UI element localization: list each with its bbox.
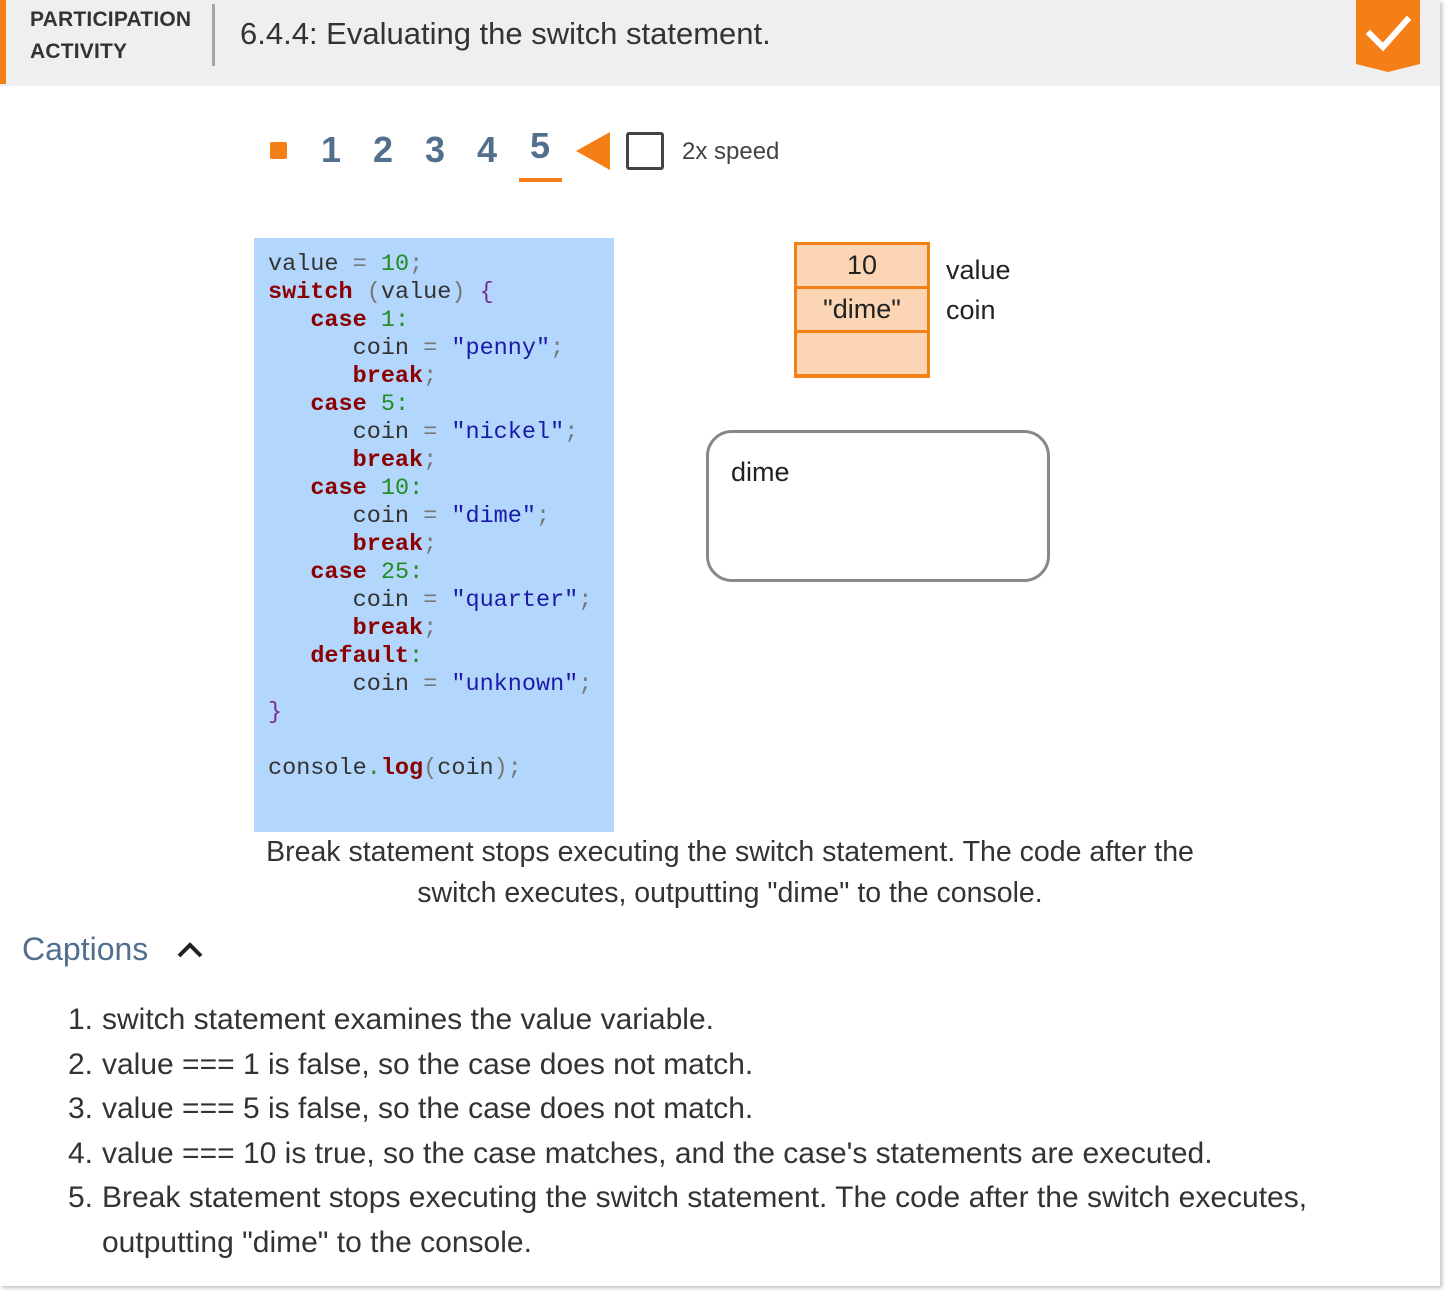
activity-type-line1: PARTICIPATION bbox=[30, 8, 192, 31]
step-3-button[interactable]: 3 bbox=[424, 129, 446, 170]
captions-toggle[interactable]: Captions bbox=[22, 931, 149, 967]
activity-type-line2: ACTIVITY bbox=[30, 40, 128, 63]
code-line: console.log(coin); bbox=[268, 755, 522, 782]
speed-label: 2x speed bbox=[682, 138, 780, 165]
memory-label-coin: coin bbox=[946, 295, 996, 325]
caption-number: 5. bbox=[68, 1181, 94, 1214]
header-accent-bar bbox=[0, 0, 6, 84]
caption-number: 4. bbox=[68, 1136, 94, 1170]
start-over-button[interactable] bbox=[270, 142, 287, 159]
captions-list: 1.switch statement examines the value va… bbox=[68, 998, 1408, 1265]
memory-cell-value: 10 bbox=[797, 245, 927, 286]
code-line: break; bbox=[352, 615, 438, 642]
caption-item: 4.value === 10 is true, so the case matc… bbox=[68, 1132, 1408, 1177]
code-line: coin = "unknown"; bbox=[268, 671, 593, 698]
caption-text: value === 1 is false, so the case does n… bbox=[102, 1047, 754, 1081]
step-caption: Break statement stops executing the swit… bbox=[266, 836, 1194, 909]
console-text: dime bbox=[731, 457, 790, 487]
code-line: break; bbox=[352, 447, 438, 474]
step-5-button[interactable]: 5 bbox=[529, 125, 551, 166]
current-step-indicator bbox=[519, 178, 562, 182]
caption-number: 2. bbox=[68, 1047, 94, 1081]
code-line: coin = "dime"; bbox=[268, 503, 551, 530]
step-1-button[interactable]: 1 bbox=[320, 129, 342, 170]
code-listing: value = 10;switch (value) { case 1: coin… bbox=[268, 251, 592, 783]
memory-cell-empty bbox=[797, 333, 927, 374]
code-line: break; bbox=[352, 363, 438, 390]
caption-text: value === 5 is false, so the case does n… bbox=[102, 1092, 754, 1125]
caption-text: switch statement examines the value vari… bbox=[102, 1003, 714, 1036]
activity-header: PARTICIPATION ACTIVITY 6.4.4: Evaluating… bbox=[0, 0, 1440, 86]
caption-text: Break statement stops executing the swit… bbox=[102, 1181, 1308, 1259]
check-icon bbox=[1356, 0, 1420, 72]
caption-text: value === 10 is true, so the case matche… bbox=[102, 1136, 1213, 1170]
caption-number: 1. bbox=[68, 1003, 94, 1036]
activity-title: 6.4.4: Evaluating the switch statement. bbox=[240, 16, 771, 51]
caption-number: 3. bbox=[68, 1092, 94, 1125]
code-line: case 10: bbox=[310, 475, 424, 502]
code-line: value = 10; bbox=[268, 251, 424, 278]
activity-type: PARTICIPATION ACTIVITY bbox=[30, 4, 191, 68]
step-2-button[interactable]: 2 bbox=[372, 129, 394, 170]
caption-item: 5.Break statement stops executing the sw… bbox=[68, 1176, 1408, 1265]
code-line: case 1: bbox=[310, 307, 410, 334]
console-output: dime bbox=[706, 430, 1050, 582]
caption-item: 1.switch statement examines the value va… bbox=[68, 998, 1408, 1043]
code-panel: value = 10;switch (value) { case 1: coin… bbox=[254, 238, 614, 832]
memory-table: 10 "dime" bbox=[794, 242, 930, 378]
chevron-up-icon[interactable] bbox=[176, 940, 204, 960]
code-line: coin = "penny"; bbox=[268, 335, 565, 362]
code-line: default: bbox=[310, 643, 424, 670]
code-line: coin = "quarter"; bbox=[268, 587, 593, 614]
speed-checkbox[interactable] bbox=[626, 132, 664, 170]
code-line: coin = "nickel"; bbox=[268, 419, 579, 446]
code-line: ​ bbox=[268, 727, 592, 755]
memory-cell-coin: "dime" bbox=[797, 289, 927, 330]
code-line: case 25: bbox=[310, 559, 424, 586]
play-triangle-icon[interactable] bbox=[576, 132, 610, 170]
code-line: switch (value) { bbox=[268, 279, 494, 306]
code-line: break; bbox=[352, 531, 438, 558]
code-line: case 5: bbox=[310, 391, 410, 418]
caption-item: 2.value === 1 is false, so the case does… bbox=[68, 1043, 1408, 1088]
step-4-button[interactable]: 4 bbox=[476, 129, 498, 170]
caption-item: 3.value === 5 is false, so the case does… bbox=[68, 1087, 1408, 1132]
header-divider bbox=[212, 4, 215, 66]
memory-label-value: value bbox=[946, 255, 1011, 285]
code-line: } bbox=[268, 699, 283, 726]
